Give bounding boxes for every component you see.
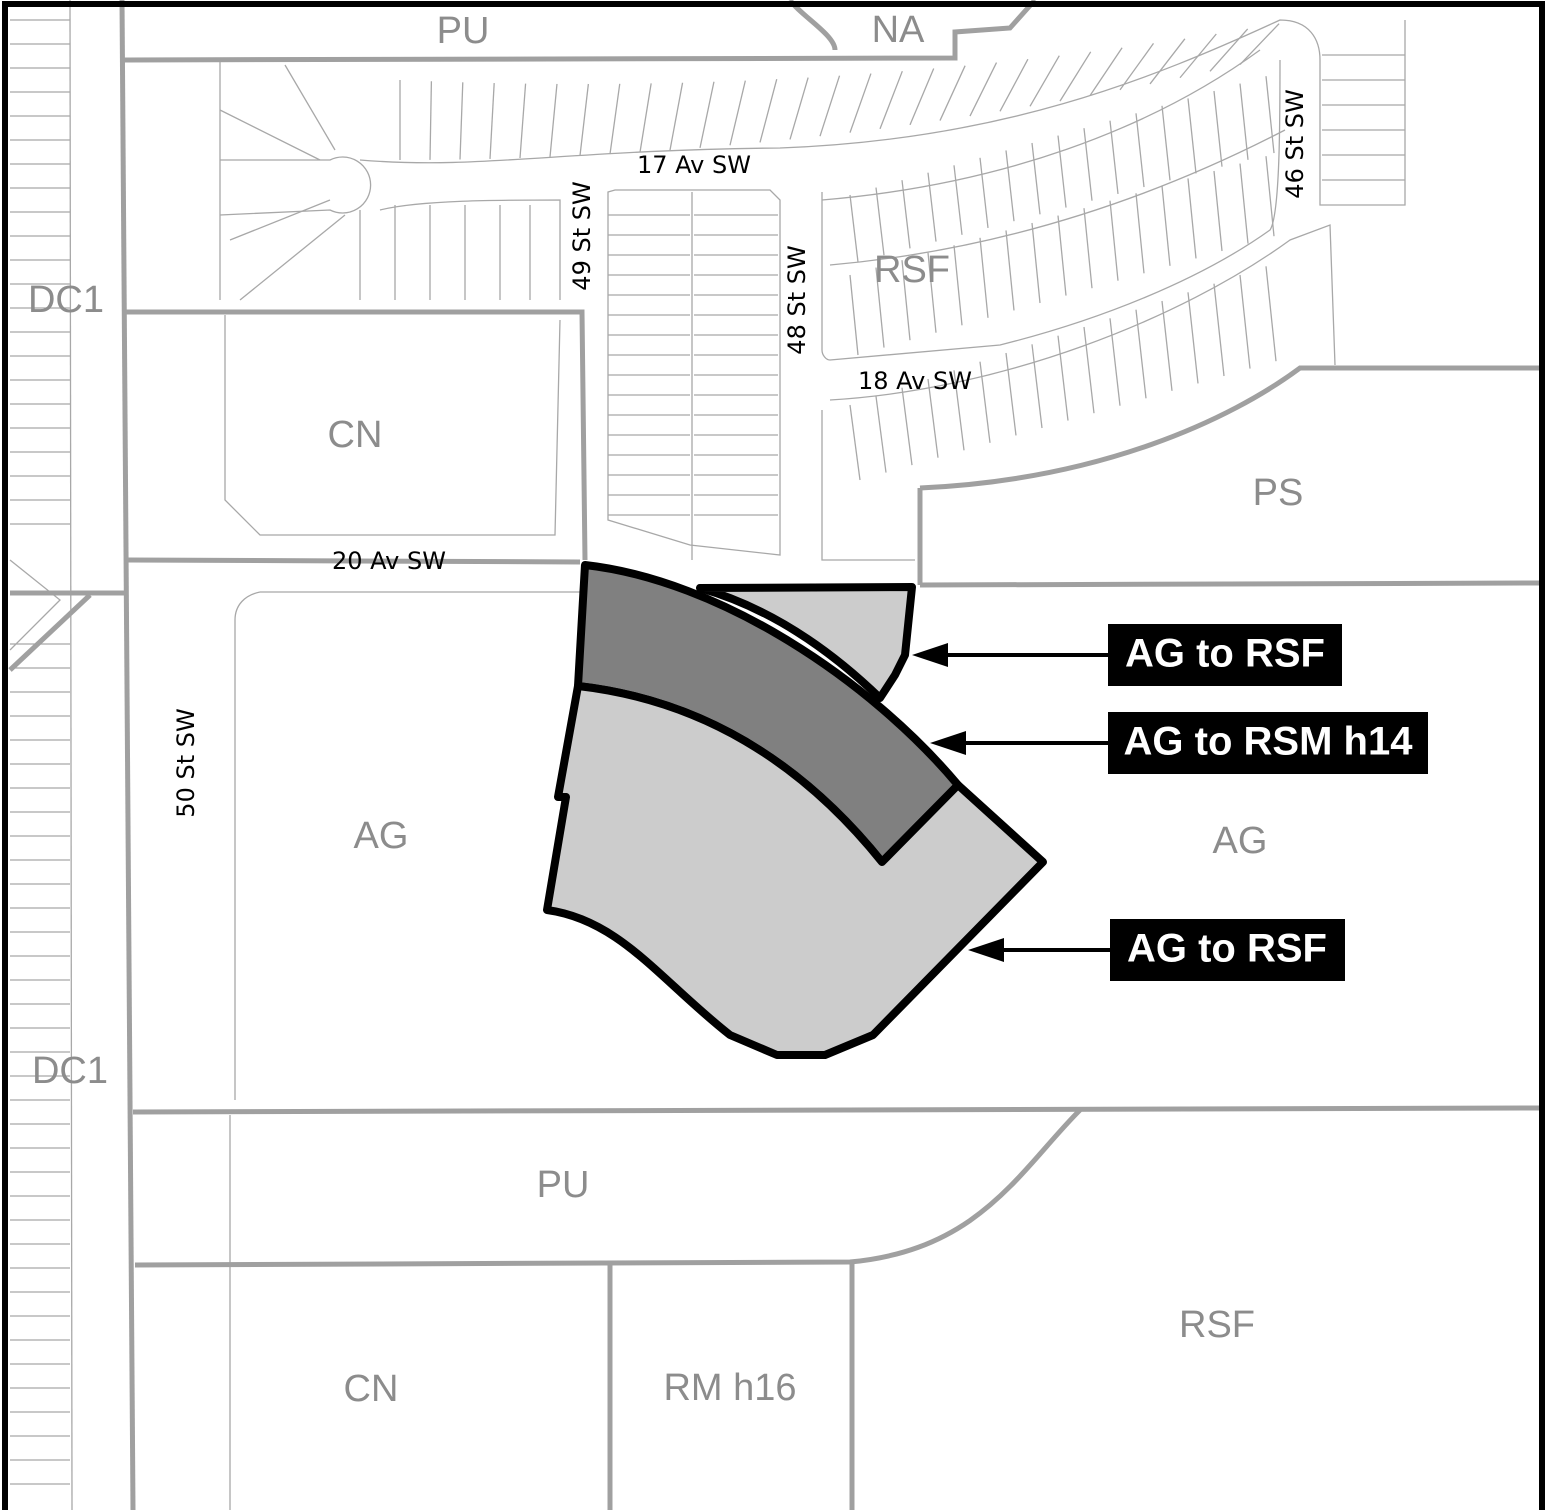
- lot-lines: [9, 0, 1406, 1510]
- callout-ag-to-rsm-h14: AG to RSM h14: [930, 712, 1428, 774]
- zone-label-ag-west: AG: [354, 815, 409, 857]
- zone-label-pu-top: PU: [437, 10, 490, 52]
- street-label-46-st: 46 St SW: [1281, 89, 1309, 198]
- zone-labels: PU NA RSF DC1 CN PS AG AG DC1 PU RSF CN …: [28, 9, 1303, 1410]
- rezoning-callouts: AG to RSF AG to RSM h14 AG to RSF: [912, 624, 1428, 981]
- street-label-17-av: 17 Av SW: [637, 151, 751, 179]
- arrow-left-icon: [912, 643, 948, 667]
- callout-label: AG to RSF: [1127, 927, 1327, 971]
- zone-label-rm-h16: RM h16: [663, 1367, 796, 1409]
- arrow-left-icon: [968, 938, 1004, 962]
- zone-label-dc1-upper: DC1: [28, 279, 104, 321]
- zone-label-rsf-south: RSF: [1179, 1304, 1255, 1346]
- street-label-20-av: 20 Av SW: [332, 547, 446, 575]
- callout-label: AG to RSF: [1125, 632, 1325, 676]
- zone-label-na: NA: [872, 9, 925, 51]
- street-label-50-st: 50 St SW: [172, 708, 200, 817]
- zone-label-rsf-north: RSF: [874, 249, 950, 291]
- zone-label-ps: PS: [1253, 472, 1304, 514]
- zone-label-pu-south: PU: [537, 1164, 590, 1206]
- parcel-ag-to-rsf-north: [696, 583, 916, 702]
- street-label-48-st: 48 St SW: [783, 245, 811, 354]
- street-labels: 17 Av SW 18 Av SW 20 Av SW 49 St SW 48 S…: [172, 89, 1309, 817]
- callout-ag-to-rsf-south: AG to RSF: [968, 919, 1345, 981]
- zone-label-ag-east: AG: [1213, 820, 1268, 862]
- street-label-18-av: 18 Av SW: [858, 367, 972, 395]
- rezoning-parcels: [543, 561, 1047, 1059]
- parcel-ag-to-rsf-south: [543, 682, 1047, 1059]
- zone-boundaries: [8, 0, 1541, 1510]
- zone-label-cn-south: CN: [344, 1368, 399, 1410]
- callout-label: AG to RSM h14: [1124, 720, 1414, 764]
- street-label-49-st: 49 St SW: [568, 181, 596, 290]
- arrow-left-icon: [930, 731, 966, 755]
- callout-ag-to-rsf-north: AG to RSF: [912, 624, 1342, 686]
- zone-label-dc1-lower: DC1: [32, 1050, 108, 1092]
- zone-label-cn-north: CN: [328, 414, 383, 456]
